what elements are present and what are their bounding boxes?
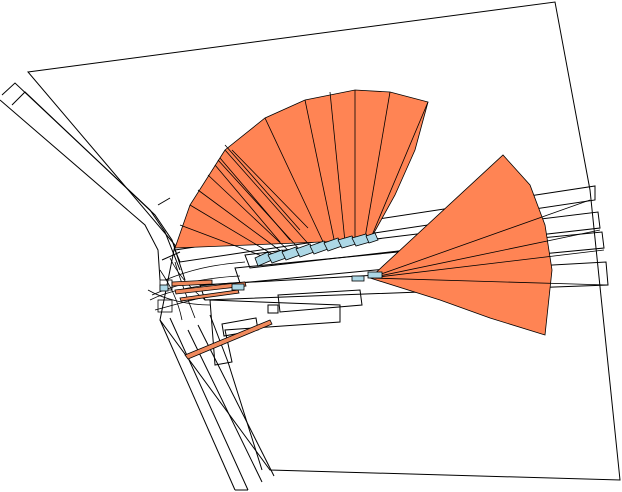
site-boundary — [27, 1, 621, 481]
markers-row — [159, 232, 383, 292]
road-north-west — [0, 82, 186, 281]
coverage-strips-west — [171, 279, 273, 360]
road-south — [159, 314, 275, 491]
coverage-sector-east — [369, 154, 609, 336]
coverage-sector-north — [174, 89, 429, 257]
